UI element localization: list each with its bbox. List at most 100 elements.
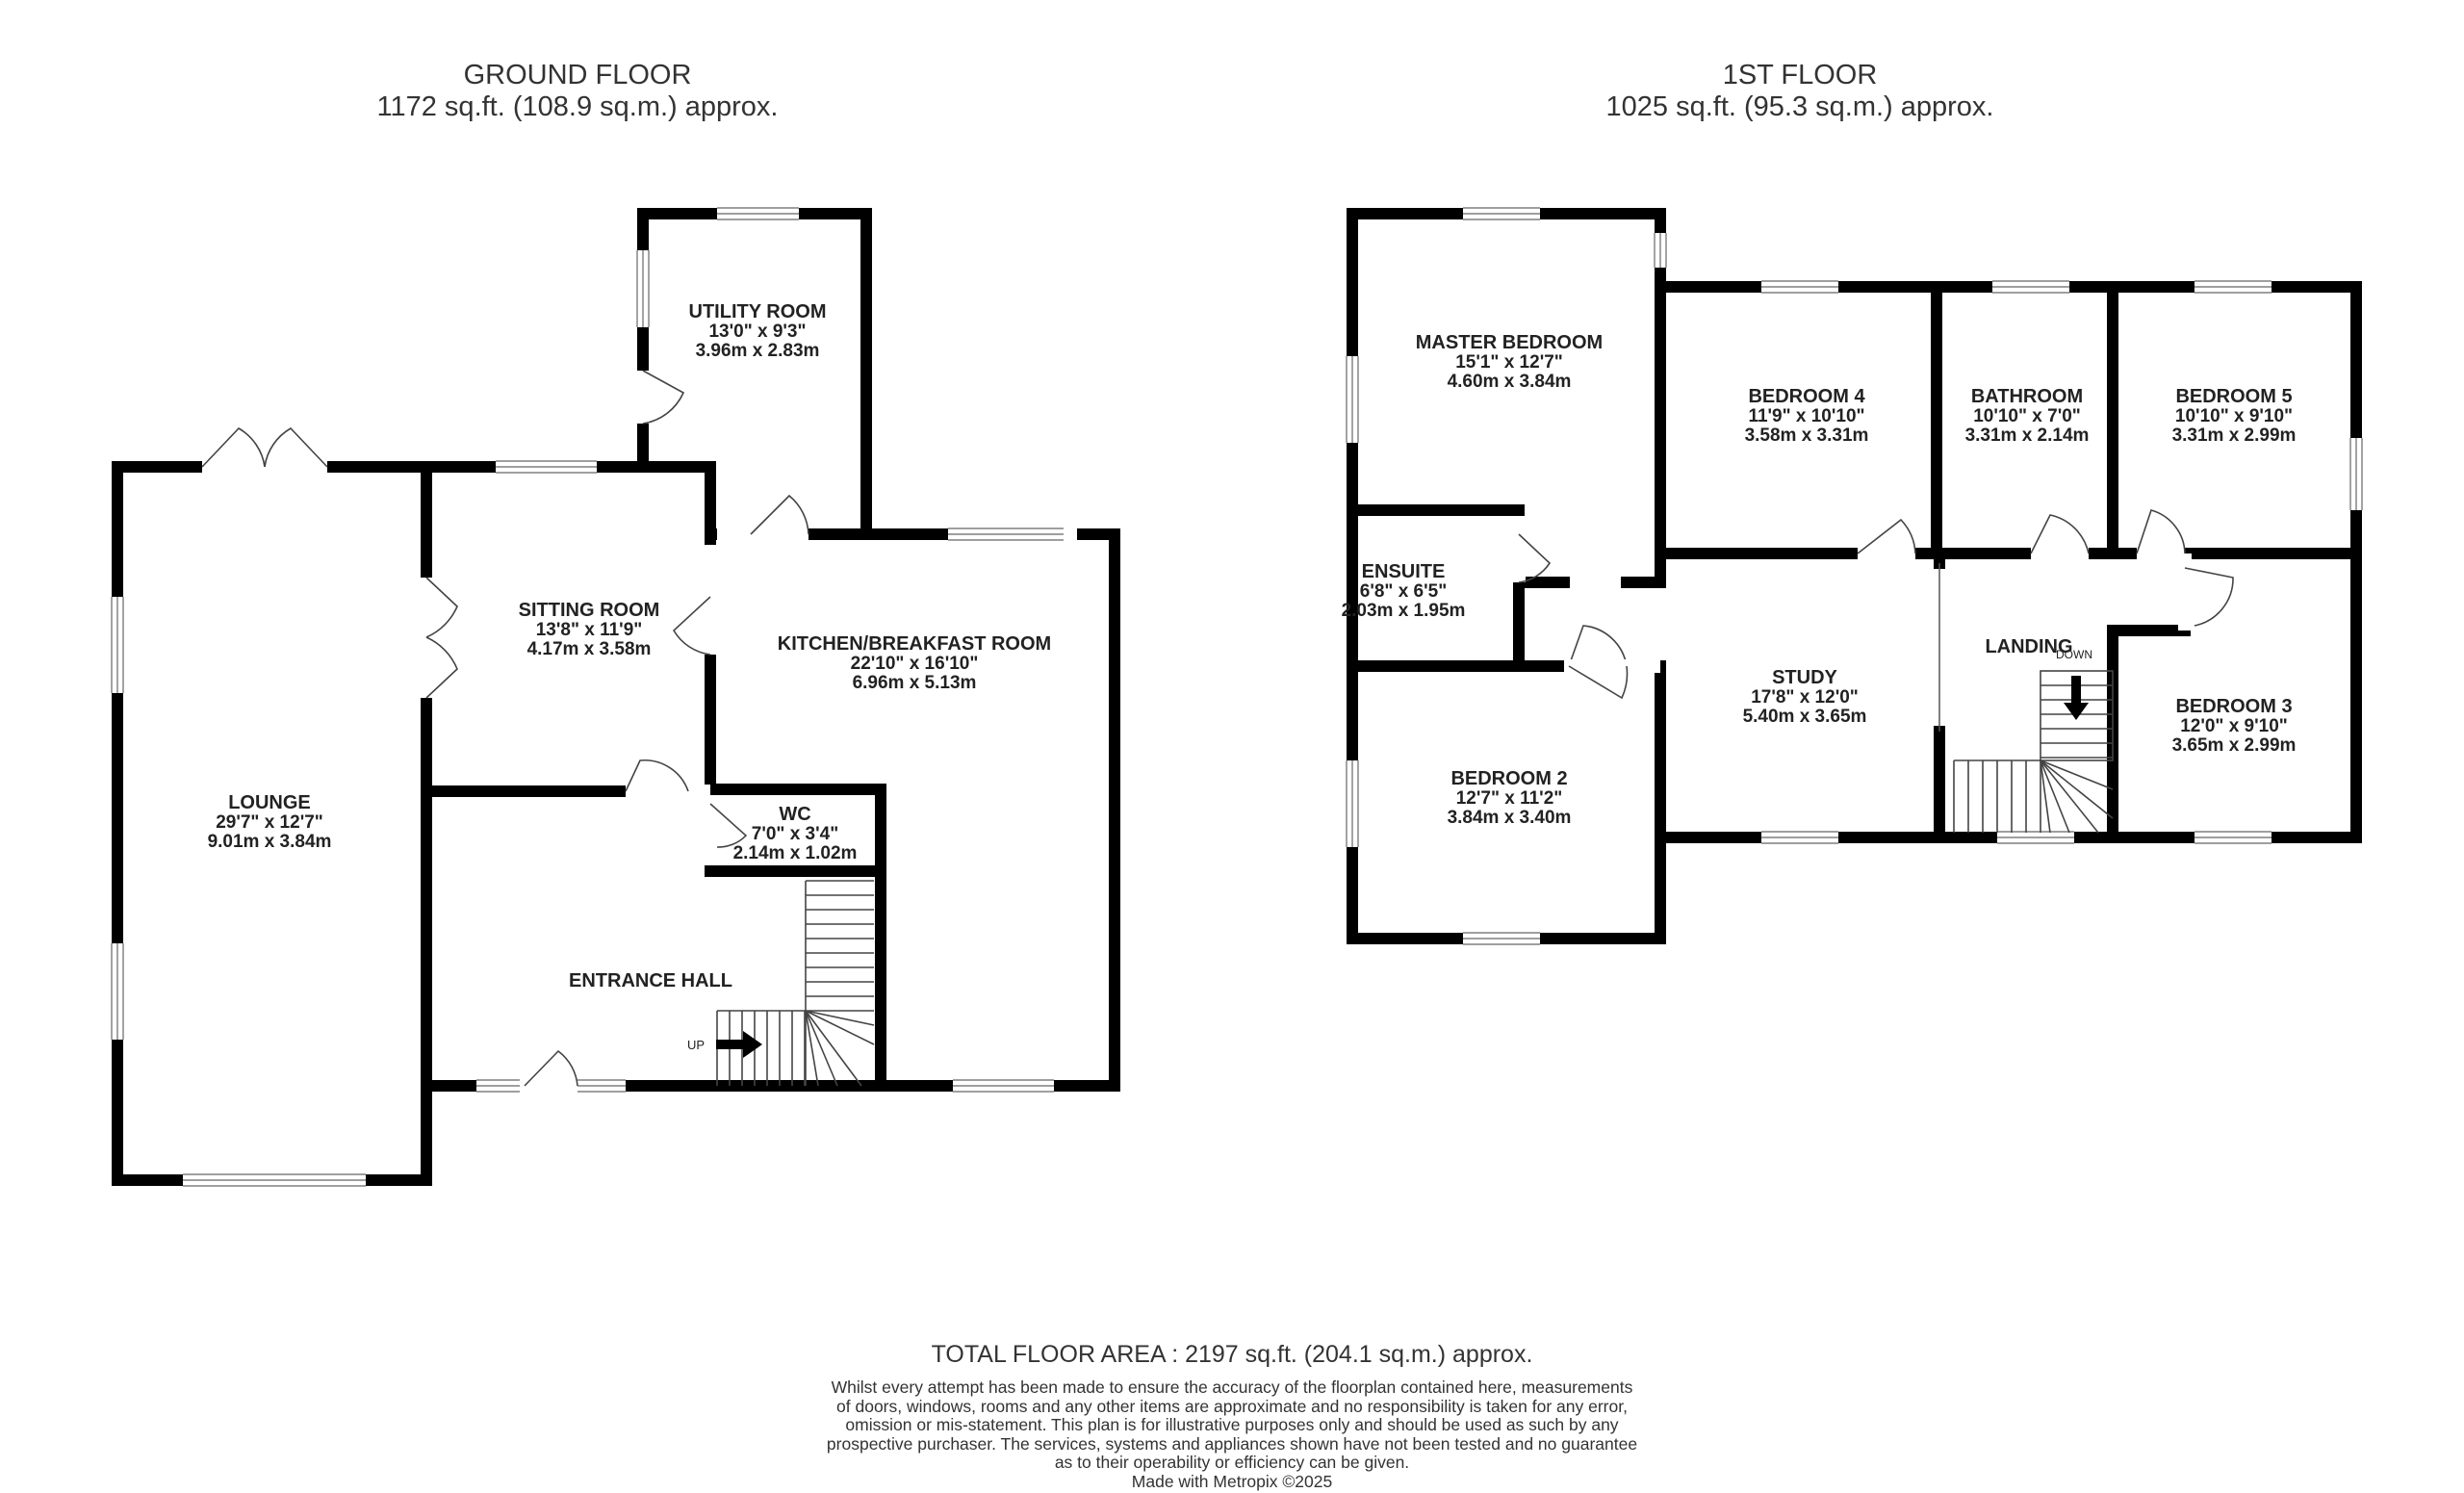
door-swing bbox=[1568, 625, 1628, 667]
room-size-imperial: 13'0" x 9'3" bbox=[708, 322, 806, 342]
stair-winder bbox=[2040, 759, 2114, 790]
room-label: LANDING bbox=[1985, 636, 2072, 657]
room-size-imperial: 12'7" x 11'2" bbox=[1456, 788, 1563, 809]
door-swing bbox=[1568, 665, 1629, 700]
ground-floor-title: GROUND FLOOR bbox=[463, 60, 692, 90]
wall bbox=[637, 385, 716, 533]
room-size-metric: 2.14m x 1.02m bbox=[733, 843, 858, 863]
room-size-metric: 6.96m x 5.13m bbox=[853, 673, 977, 693]
ground-floor-area: 1172 sq.ft. (108.9 sq.m.) approx. bbox=[376, 91, 779, 122]
room-size-imperial: 13'8" x 11'9" bbox=[536, 620, 643, 640]
room-name: ENSUITE bbox=[1362, 561, 1446, 582]
room-size-metric: 3.65m x 2.99m bbox=[2172, 735, 2297, 756]
room-size-imperial: 22'10" x 16'10" bbox=[851, 654, 979, 674]
first-floor-area: 1025 sq.ft. (95.3 sq.m.) approx. bbox=[1605, 91, 1994, 122]
total-floor-area: TOTAL FLOOR AREA : 2197 sq.ft. (204.1 sq… bbox=[931, 1341, 1533, 1368]
room-size-imperial: 6'8" x 6'5" bbox=[1360, 581, 1447, 602]
room-label: BEDROOM 312'0" x 9'10"3.65m x 2.99m bbox=[2172, 696, 2297, 756]
staircases bbox=[716, 670, 2114, 1087]
first-floor-title: 1ST FLOOR bbox=[1722, 60, 1878, 90]
room-name: BEDROOM 3 bbox=[2175, 696, 2292, 717]
door-swing bbox=[2030, 514, 2090, 554]
room-size-metric: 3.58m x 3.31m bbox=[1745, 425, 1869, 446]
door-swing bbox=[1518, 533, 1552, 583]
room-name: ENTRANCE HALL bbox=[569, 970, 732, 991]
disclaimer-line: as to their operability or efficiency ca… bbox=[1054, 1453, 1410, 1473]
disclaimer: Whilst every attempt has been made to en… bbox=[751, 1377, 1713, 1492]
room-name: UTILITY ROOM bbox=[689, 301, 827, 322]
disclaimer-line: Made with Metropix ©2025 bbox=[1131, 1471, 1333, 1491]
stair-winder bbox=[2040, 759, 2051, 834]
room-size-metric: 4.60m x 3.84m bbox=[1448, 372, 1572, 392]
stairs-down-arrow bbox=[2064, 676, 2089, 720]
room-name: BEDROOM 2 bbox=[1450, 768, 1567, 789]
first-floor-header: 1ST FLOOR 1025 sq.ft. (95.3 sq.m.) appro… bbox=[1511, 60, 2089, 123]
door-swing bbox=[672, 596, 711, 656]
room-label: WC7'0" x 3'4"2.14m x 1.02m bbox=[733, 804, 858, 863]
stair-winder bbox=[2040, 759, 2070, 834]
door-swing bbox=[709, 803, 748, 848]
disclaimer-line: omission or mis-statement. This plan is … bbox=[845, 1415, 1619, 1435]
wall bbox=[625, 528, 1120, 1092]
stairs-up-label: UP bbox=[687, 1038, 705, 1052]
room-size-metric: 2.03m x 1.95m bbox=[1342, 601, 1466, 621]
room-name: BEDROOM 5 bbox=[2175, 386, 2292, 407]
room-size-metric: 3.84m x 3.40m bbox=[1448, 808, 1572, 828]
room-size-imperial: 29'7" x 12'7" bbox=[216, 812, 323, 833]
wall bbox=[1347, 208, 2362, 843]
room-size-metric: 3.31m x 2.14m bbox=[1965, 425, 2090, 446]
room-label: BEDROOM 411'9" x 10'10"3.58m x 3.31m bbox=[1745, 386, 1869, 446]
room-size-imperial: 17'8" x 12'0" bbox=[1751, 687, 1859, 708]
room-label: BEDROOM 212'7" x 11'2"3.84m x 3.40m bbox=[1448, 768, 1572, 828]
door-swing bbox=[425, 577, 458, 638]
room-size-metric: 5.40m x 3.65m bbox=[1743, 707, 1867, 727]
door-swing bbox=[201, 426, 266, 468]
door-swing bbox=[625, 759, 689, 792]
ground-floor-header: GROUND FLOOR 1172 sq.ft. (108.9 sq.m.) a… bbox=[289, 60, 866, 123]
room-name: LANDING bbox=[1985, 636, 2072, 657]
room-label: BEDROOM 510'10" x 9'10"3.31m x 2.99m bbox=[2172, 386, 2297, 446]
door-swing bbox=[524, 1049, 578, 1087]
wall bbox=[1621, 281, 1666, 588]
room-size-metric: 3.96m x 2.83m bbox=[696, 341, 820, 361]
stair-winder bbox=[805, 1010, 819, 1087]
disclaimer-line: Whilst every attempt has been made to en… bbox=[831, 1377, 1633, 1397]
stair-winder bbox=[805, 1010, 875, 1045]
room-size-metric: 9.01m x 3.84m bbox=[208, 832, 332, 852]
disclaimer-line: of doors, windows, rooms and any other i… bbox=[836, 1396, 1628, 1416]
stair-winder bbox=[2040, 759, 2099, 834]
room-name: BEDROOM 4 bbox=[1748, 386, 1865, 407]
room-name: KITCHEN/BREAKFAST ROOM bbox=[778, 633, 1051, 655]
room-size-imperial: 10'10" x 9'10" bbox=[2175, 406, 2293, 426]
room-name: STUDY bbox=[1772, 667, 1837, 688]
room-name: MASTER BEDROOM bbox=[1416, 332, 1603, 353]
wall bbox=[705, 649, 886, 1092]
room-size-metric: 4.17m x 3.58m bbox=[527, 639, 652, 659]
wall bbox=[637, 208, 954, 540]
doors bbox=[201, 370, 2234, 1093]
windows bbox=[111, 207, 2363, 1187]
room-name: LOUNGE bbox=[228, 792, 311, 813]
room-size-metric: 3.31m x 2.99m bbox=[2172, 425, 2297, 446]
disclaimer-line: prospective purchaser. The services, sys… bbox=[826, 1433, 1638, 1454]
stairs-up-arrow bbox=[716, 1031, 762, 1058]
walls bbox=[112, 208, 2362, 1186]
wall bbox=[1621, 660, 1666, 843]
room-name: WC bbox=[779, 804, 810, 825]
door-swing bbox=[264, 426, 328, 468]
stair-winder bbox=[805, 1010, 875, 1026]
stair-well bbox=[2040, 670, 2114, 761]
door-swing bbox=[1857, 518, 1916, 554]
door-swing bbox=[642, 370, 685, 425]
room-size-imperial: 11'9" x 10'10" bbox=[1748, 406, 1864, 426]
room-name: BATHROOM bbox=[1971, 386, 2083, 407]
room-size-imperial: 15'1" x 12'7" bbox=[1455, 352, 1563, 373]
